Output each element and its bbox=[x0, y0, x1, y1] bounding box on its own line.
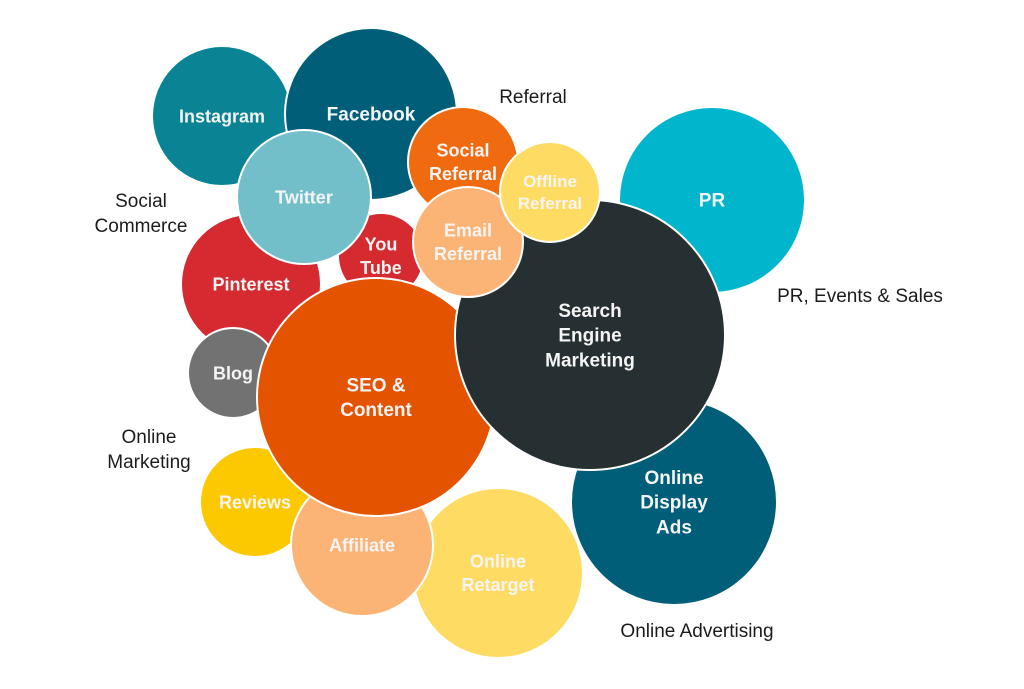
bubble-label: You bbox=[365, 235, 398, 255]
bubble-label: Affiliate bbox=[329, 535, 395, 555]
bubble-label: PR bbox=[699, 191, 726, 212]
bubble-label: Online bbox=[470, 552, 526, 572]
group-label-line: Referral bbox=[499, 87, 567, 108]
group-label-referral: Referral bbox=[499, 87, 567, 108]
bubble-twitter: Twitter bbox=[236, 129, 372, 265]
bubble-label: Referral bbox=[518, 194, 582, 213]
bubble-circle bbox=[236, 129, 372, 265]
bubble-label: Referral bbox=[429, 164, 497, 184]
group-label-pr-events-sales: PR, Events & Sales bbox=[777, 286, 943, 307]
bubble-circle bbox=[499, 141, 601, 243]
bubble-label: Referral bbox=[434, 244, 502, 264]
bubble-label: SEO & bbox=[346, 375, 405, 396]
bubble-label: Online bbox=[644, 468, 703, 489]
bubble-label: Engine bbox=[558, 326, 621, 347]
bubble-label: Facebook bbox=[327, 105, 416, 126]
bubble-label: Email bbox=[444, 221, 492, 241]
bubble-label: Marketing bbox=[545, 350, 635, 371]
group-label-line: Online Advertising bbox=[620, 621, 773, 642]
bubble-circle bbox=[412, 186, 524, 298]
group-label-line: Marketing bbox=[107, 452, 190, 473]
bubble-label: Reviews bbox=[219, 492, 291, 512]
group-label-line: Online bbox=[122, 427, 177, 448]
bubble-reviews: Reviews bbox=[199, 446, 311, 558]
group-label-line: PR, Events & Sales bbox=[777, 286, 943, 307]
bubble-label: Tube bbox=[360, 258, 402, 278]
bubble-label: Blog bbox=[213, 363, 253, 383]
group-label-online-advertising: Online Advertising bbox=[620, 621, 773, 642]
group-label-line: Commerce bbox=[95, 216, 188, 237]
bubble-label: Social bbox=[436, 141, 489, 161]
bubble-blog: Blog bbox=[187, 327, 279, 419]
bubble-circle bbox=[412, 487, 584, 659]
bubble-label: Retarget bbox=[461, 575, 534, 595]
bubble-label: Pinterest bbox=[212, 274, 289, 294]
bubble-label: Display bbox=[640, 493, 708, 514]
bubbles-layer: PROnlineDisplayAdsOnlineRetargetReviewsA… bbox=[151, 27, 806, 659]
bubble-label: Instagram bbox=[179, 106, 265, 126]
bubble-label: Offline bbox=[523, 172, 577, 191]
bubble-label: Ads bbox=[656, 517, 692, 538]
group-label-line: Social bbox=[115, 191, 167, 212]
bubble-label: Content bbox=[340, 400, 412, 421]
bubble-label: Search bbox=[558, 301, 621, 322]
bubble-label: Twitter bbox=[275, 187, 333, 207]
